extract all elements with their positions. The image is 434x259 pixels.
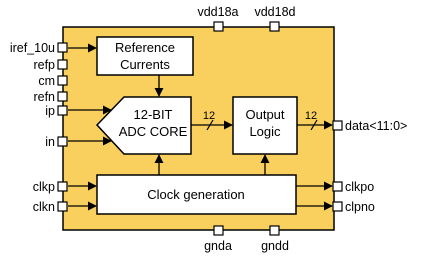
pin-label-clkn: clkn xyxy=(33,200,55,214)
pin-label-gndd: gndd xyxy=(261,239,289,253)
pin-square-gnda xyxy=(213,225,224,236)
pin-label-clpno: clpno xyxy=(345,200,375,214)
pin-square-clkn xyxy=(57,201,68,212)
output-logic-block xyxy=(232,96,298,155)
reference-currents-label-1: Reference xyxy=(115,40,175,55)
pin-square-clpno xyxy=(332,201,343,212)
pin-square-clkp xyxy=(57,181,68,192)
clock-generation-label: Clock generation xyxy=(147,187,245,202)
pin-label-refp: refp xyxy=(33,58,55,72)
reference-currents-label-2: Currents xyxy=(120,57,170,72)
pin-label-data: data<11:0> xyxy=(345,119,407,133)
pin-label-cm: cm xyxy=(38,74,55,88)
adc-core-label-2: ADC CORE xyxy=(119,124,188,139)
output-logic-label-2: Logic xyxy=(249,124,281,139)
pin-square-in xyxy=(57,136,68,147)
pin-square-ip xyxy=(57,105,68,116)
bus-width-label-1: 12 xyxy=(203,110,215,122)
bus-slash-1 xyxy=(206,119,214,131)
pin-square-vdd18d xyxy=(269,21,280,32)
pin-label-ip: ip xyxy=(45,104,55,118)
pin-label-iref: iref_10u xyxy=(10,41,55,55)
pin-square-refn xyxy=(57,91,68,102)
clock-generation-block xyxy=(96,174,297,215)
pin-square-data xyxy=(332,120,343,131)
bus-slash-2 xyxy=(310,119,318,131)
pin-label-refn: refn xyxy=(33,90,55,104)
pin-label-clkp: clkp xyxy=(33,180,55,194)
pin-label-vdd18a: vdd18a xyxy=(197,5,238,19)
bus-width-label-2: 12 xyxy=(305,110,317,122)
pin-label-gnda: gnda xyxy=(204,239,232,253)
pin-square-vdd18a xyxy=(213,21,224,32)
pin-label-in: in xyxy=(45,135,55,149)
reference-currents-block xyxy=(96,36,194,76)
adc-core-label-1: 12-BIT xyxy=(133,107,172,122)
pin-square-gndd xyxy=(269,225,280,236)
pin-square-clkpo xyxy=(332,181,343,192)
pin-label-clkpo: clkpo xyxy=(345,180,374,194)
pin-square-refp xyxy=(57,59,68,70)
pin-square-cm xyxy=(57,75,68,86)
output-logic-label-1: Output xyxy=(245,107,284,122)
pin-label-vdd18d: vdd18d xyxy=(254,5,295,19)
pin-square-iref xyxy=(57,42,68,53)
